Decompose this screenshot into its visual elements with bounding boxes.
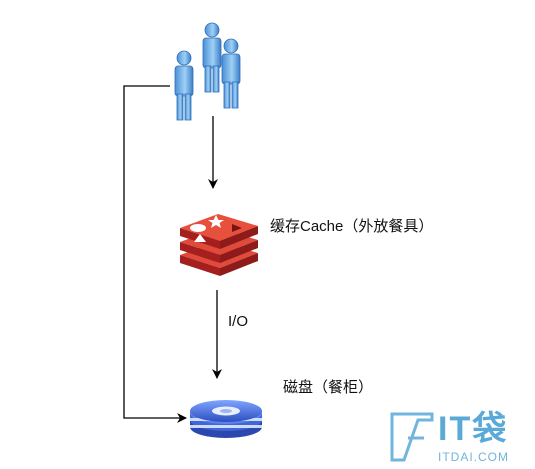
watermark-sub-text: ITDAI.COM xyxy=(438,450,509,464)
watermark-logo-icon xyxy=(390,412,434,462)
cache-label: 缓存Cache（外放餐具） xyxy=(270,218,434,235)
watermark: IT袋 ITDAI.COM xyxy=(388,410,528,466)
disk-icon xyxy=(190,400,262,438)
watermark-main-text: IT袋 xyxy=(438,410,509,448)
edge-users-to-disk xyxy=(123,85,187,423)
redis-icon xyxy=(180,214,258,276)
io-edge-label: I/O xyxy=(228,313,249,330)
users-icon xyxy=(174,22,241,121)
disk-label: 磁盘（餐柜） xyxy=(283,379,374,396)
